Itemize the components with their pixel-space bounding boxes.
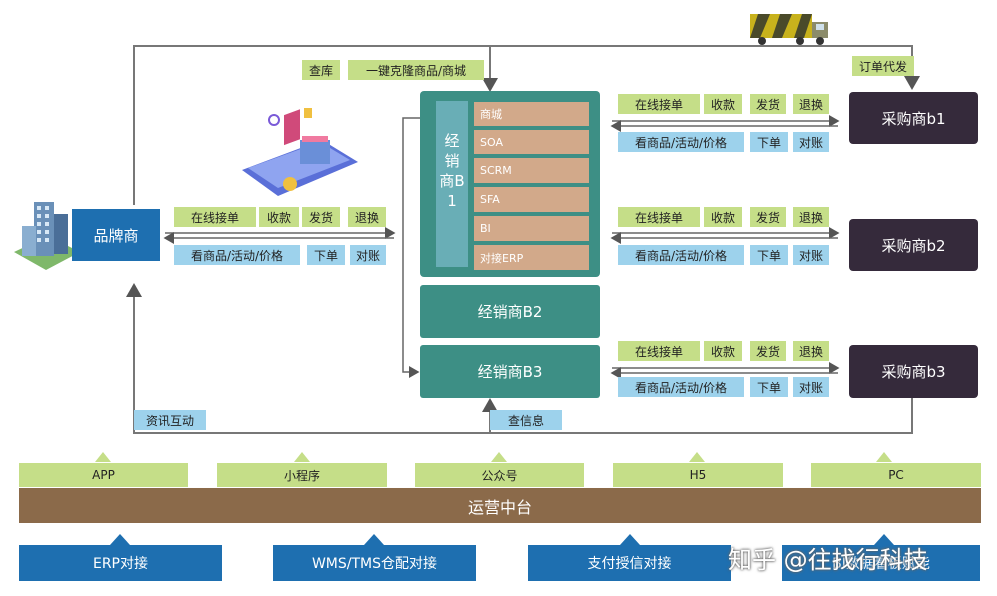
brand-action: 发货 (302, 207, 340, 227)
buyer-action: 发货 (750, 341, 786, 361)
integration-bi-dashboard: BI数据看板赋能 (782, 545, 980, 581)
buyer-action: 收款 (704, 207, 742, 227)
b1-module: SOA (474, 130, 589, 154)
zhihu-watermark: 知乎 @往找行科技 (728, 546, 928, 574)
brand-node: 品牌商 (72, 209, 160, 261)
channel-mini-program: 小程序 (217, 463, 387, 487)
distributor-b2-node: 经销商B2 (420, 285, 600, 338)
b1-module: 商城 (474, 102, 589, 126)
buyer-action: 看商品/活动/价格 (618, 377, 744, 397)
truck-icon (750, 12, 830, 46)
buyer-b1-node: 采购商b1 (849, 92, 978, 144)
buyer-action: 收款 (704, 341, 742, 361)
b1-module: BI (474, 216, 589, 241)
channel-app: APP (19, 463, 188, 487)
buyer-action: 在线接单 (618, 341, 700, 361)
integration-wms-tms: WMS/TMS仓配对接 (273, 545, 476, 581)
buyer-action: 看商品/活动/价格 (618, 245, 744, 265)
buyer-action: 下单 (750, 132, 788, 152)
channel-official-account: 公众号 (415, 463, 584, 487)
brand-action: 看商品/活动/价格 (174, 245, 300, 265)
buyer-action: 在线接单 (618, 94, 700, 114)
integration-payment: 支付授信对接 (528, 545, 731, 581)
b1-module: 对接ERP (474, 245, 589, 270)
buyer-action: 看商品/活动/价格 (618, 132, 744, 152)
check-stock-label: 查库 (302, 60, 340, 80)
buyer-action: 退换 (793, 341, 829, 361)
integration-erp: ERP对接 (19, 545, 222, 581)
buyer-action: 退换 (793, 94, 829, 114)
check-info-label: 查信息 (490, 410, 562, 430)
brand-action: 下单 (307, 245, 345, 265)
channel-h5: H5 (613, 463, 783, 487)
buyer-b3-node: 采购商b3 (849, 345, 978, 398)
buyer-action: 下单 (750, 245, 788, 265)
brand-action: 在线接单 (174, 207, 256, 227)
brand-action: 退换 (348, 207, 386, 227)
b1-module: SCRM (474, 158, 589, 183)
buyer-action: 退换 (793, 207, 829, 227)
bottom-flow-line (126, 283, 913, 434)
buyer-action: 对账 (793, 377, 829, 397)
operations-platform-bar: 运营中台 (19, 488, 981, 523)
b1-module: SFA (474, 187, 589, 212)
mobile-mall-illustration (232, 100, 360, 200)
distributor-b3-node: 经销商B3 (420, 345, 600, 398)
buyer-action: 在线接单 (618, 207, 700, 227)
buyer-b2-node: 采购商b2 (849, 219, 978, 271)
buyer-action: 发货 (750, 207, 786, 227)
order-proxy-label: 订单代发 (852, 56, 914, 76)
channel-pc: PC (811, 463, 981, 487)
brand-action: 对账 (350, 245, 386, 265)
buyer-action: 下单 (750, 377, 788, 397)
distributor-b1-title: 经销商B1 (439, 132, 465, 210)
buyer-action: 对账 (793, 245, 829, 265)
buyer-action: 发货 (750, 94, 786, 114)
building-icon (12, 196, 82, 274)
buyer-action: 收款 (704, 94, 742, 114)
one-click-clone-label: 一键克隆商品/商城 (348, 60, 484, 80)
info-interact-label: 资讯互动 (134, 410, 206, 430)
brand-action: 收款 (259, 207, 299, 227)
buyer-action: 对账 (793, 132, 829, 152)
